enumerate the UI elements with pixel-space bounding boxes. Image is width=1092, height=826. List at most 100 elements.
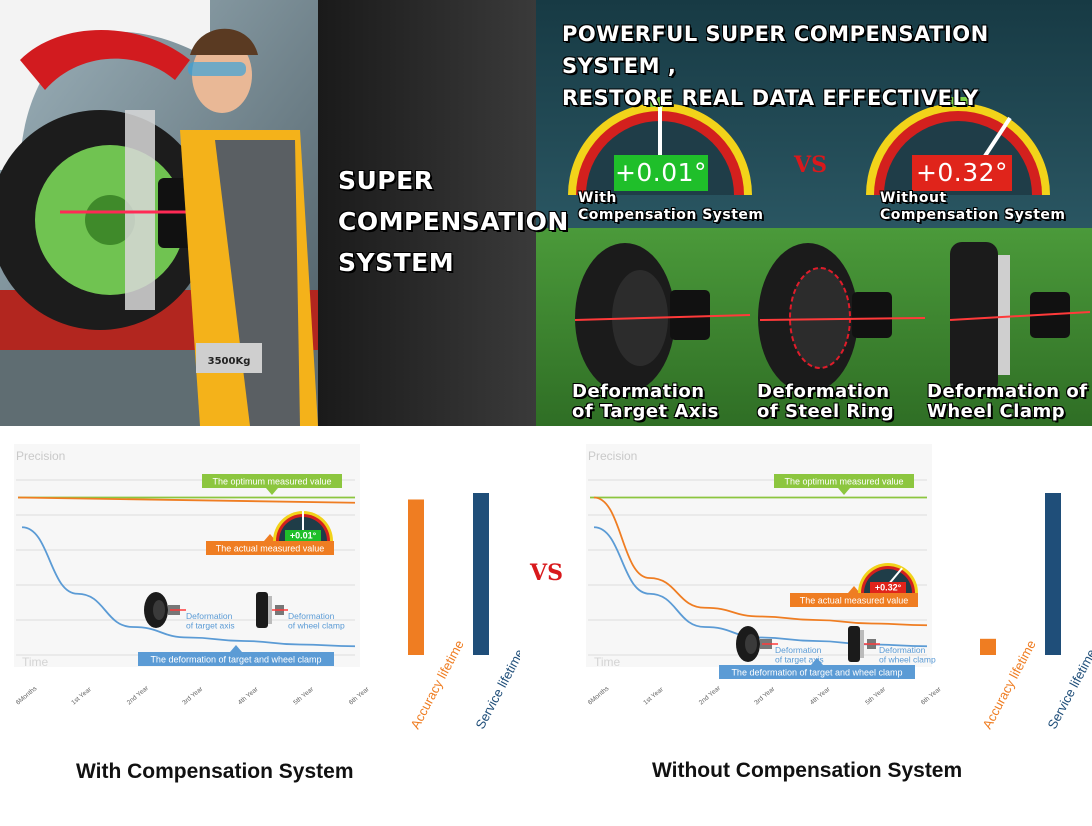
lifetime-bar-label: Service lifetime xyxy=(472,647,520,732)
center-title-line: SUPER xyxy=(338,166,434,195)
actual-callout: The actual measured value xyxy=(206,534,334,555)
wheel-clamp xyxy=(125,110,155,310)
wheel-clamp-label-line: of wheel clamp xyxy=(879,655,936,665)
deformation-line: of Target Axis xyxy=(572,401,719,422)
deformation-label-wheel-clamp: Deformation of Wheel Clamp xyxy=(927,382,1088,422)
x-axis-label: Time xyxy=(594,655,621,669)
deformation-label-steel-ring: Deformation of Steel Ring xyxy=(757,382,894,422)
mini-clamp-tire xyxy=(848,626,860,662)
deformation-line: Deformation xyxy=(572,381,705,402)
mini-gauge-reading: +0.32° xyxy=(875,583,902,593)
actual-callout-box xyxy=(206,541,334,555)
optimum-callout-box xyxy=(202,474,342,488)
optimum-callout-pointer xyxy=(266,488,278,495)
headline-line: RESTORE REAL DATA EFFECTIVELY xyxy=(562,86,979,110)
deformation-callout: The deformation of target and wheel clam… xyxy=(719,658,915,679)
lift-plate-label: 3500Kg xyxy=(208,356,251,367)
mini-gauge: +0.01° xyxy=(273,511,333,541)
actual-callout-pointer xyxy=(848,586,860,593)
deformation-line xyxy=(21,526,356,648)
tire-wheel-clamp xyxy=(949,242,1091,394)
deformation-callout-box xyxy=(719,665,915,679)
target-axis-label-line: of target axis xyxy=(775,655,824,665)
y-axis-label: Precision xyxy=(16,449,65,463)
actual-callout: The actual measured value xyxy=(790,586,918,607)
deformation-callout-pointer xyxy=(811,658,823,665)
target-axis-label-line: Deformation xyxy=(186,611,233,621)
gauge-without-reading: +0.32° xyxy=(912,155,1012,191)
mini-tire-hub xyxy=(153,600,165,620)
deformation-callout-text: The deformation of target and wheel clam… xyxy=(150,655,321,665)
x-tick-label: 5th Year xyxy=(864,685,887,706)
caption-without: Without Compensation System xyxy=(652,759,963,782)
lifetime-bar xyxy=(980,638,996,655)
optimum-callout-box xyxy=(774,474,914,488)
mini-clamp-clamp xyxy=(860,630,864,658)
optimum-callout: The optimum measured value xyxy=(774,474,914,495)
x-tick-label: 4th Year xyxy=(237,685,260,706)
actual-value-line xyxy=(593,496,928,627)
tire-target-axis xyxy=(574,243,751,393)
mini-clamp-clamp xyxy=(268,596,272,624)
x-tick-label: 6Months xyxy=(15,685,39,707)
center-panel xyxy=(318,0,536,426)
x-tick-label: 2nd Year xyxy=(698,684,723,706)
headline: POWERFUL SUPER COMPENSATION SYSTEM , RES… xyxy=(562,18,1092,114)
comparison-vs: VS xyxy=(530,560,563,586)
mini-clamp xyxy=(848,626,880,662)
y-axis-label: Precision xyxy=(588,449,637,463)
center-title: SUPER COMPENSATION SYSTEM xyxy=(338,160,569,283)
mini-tire-hub xyxy=(745,634,757,654)
mini-gauge-reading-box xyxy=(285,530,321,541)
x-tick-label: 3rd Year xyxy=(753,685,777,706)
target-axis-label-line: Deformation xyxy=(775,645,822,655)
x-axis-label: Time xyxy=(22,655,49,669)
actual-callout-box xyxy=(790,593,918,607)
tire-steel-ring xyxy=(758,243,926,393)
deformation-callout-box xyxy=(138,652,334,666)
gauge-with-reading: +0.01° xyxy=(614,155,708,191)
mini-gauge: +0.32° xyxy=(858,563,918,593)
deformation-callout: The deformation of target and wheel clam… xyxy=(138,645,334,666)
banner-vs: VS xyxy=(794,152,827,178)
x-tick-label: 1st Year xyxy=(70,686,93,707)
gauge-label-line: With xyxy=(578,190,617,206)
x-tick-label: 5th Year xyxy=(292,685,315,706)
gauge-without-label: Without Compensation System xyxy=(880,190,1066,224)
actual-callout-pointer xyxy=(264,534,276,541)
x-tick-label: 3rd Year xyxy=(181,685,205,706)
deformation-line: Wheel Clamp xyxy=(927,401,1066,422)
optimum-callout-text: The optimum measured value xyxy=(784,477,903,487)
promo-banner: 3500Kg xyxy=(0,0,1092,426)
caption-with: With Compensation System xyxy=(76,760,354,783)
optimum-callout-pointer xyxy=(838,488,850,495)
headline-line: POWERFUL SUPER COMPENSATION SYSTEM , xyxy=(562,22,989,78)
deformation-label-target-axis: Deformation of Target Axis xyxy=(572,382,719,422)
actual-value-line xyxy=(17,496,356,504)
deformation-line: Deformation xyxy=(757,381,890,402)
x-tick-label: 6th Year xyxy=(348,685,371,706)
gauge-label-line: Compensation System xyxy=(578,207,764,223)
gauge-label-line: Without xyxy=(880,190,947,206)
wheel-clamp-label-line: Deformation xyxy=(879,645,926,655)
x-tick-label: 4th Year xyxy=(809,685,832,706)
optimum-callout-text: The optimum measured value xyxy=(212,477,331,487)
mini-clamp xyxy=(256,592,288,628)
safety-glasses xyxy=(188,62,246,76)
gauge-label-line: Compensation System xyxy=(880,207,1066,223)
deformation-callout-pointer xyxy=(230,645,242,652)
wheel-clamp-label-line: of wheel clamp xyxy=(288,621,345,631)
x-tick-label: 6th Year xyxy=(920,685,943,706)
mini-gauge-reading-box xyxy=(870,582,906,593)
optimum-callout: The optimum measured value xyxy=(202,474,342,495)
lifetime-bar-label: Service lifetime xyxy=(1044,647,1092,732)
deformation-line: of Steel Ring xyxy=(757,401,895,422)
x-tick-label: 6Months xyxy=(587,685,611,707)
center-title-line: COMPENSATION xyxy=(338,207,569,236)
